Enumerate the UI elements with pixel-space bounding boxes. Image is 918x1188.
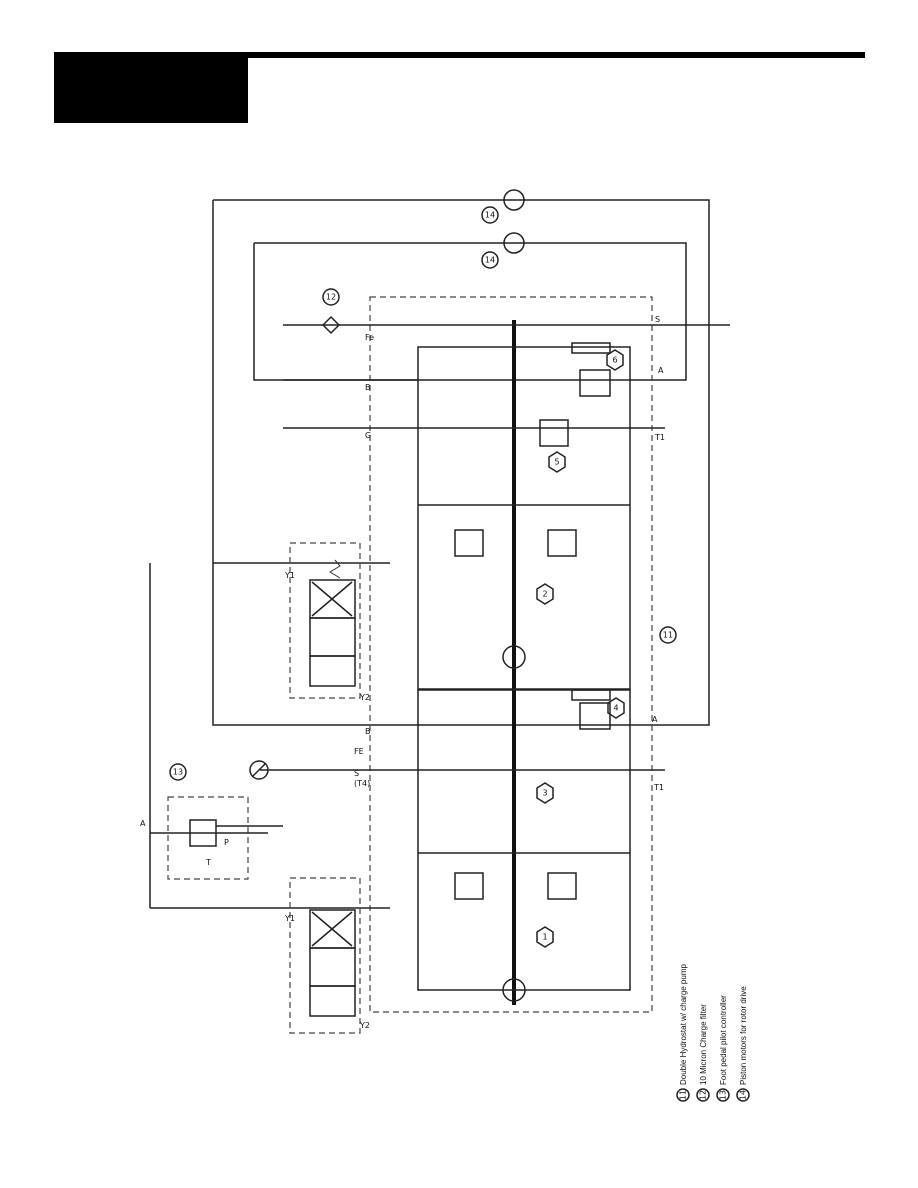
directional-valve-lower [289, 877, 361, 1034]
svg-text:S: S [655, 315, 660, 324]
directional-valve-upper [289, 542, 361, 699]
balloon-14a: 14 [485, 256, 495, 265]
balloon-2: 2 [542, 590, 547, 599]
gauge [249, 760, 269, 780]
svg-text:S: S [354, 769, 359, 778]
balloon-14b: 14 [485, 211, 495, 220]
header-block [54, 52, 248, 123]
balloon-3: 3 [542, 789, 547, 798]
balloon-11: 11 [663, 631, 673, 640]
legend: 11 Double Hydrostat w/ charge pump 12 10… [676, 964, 750, 1102]
svg-text:Double Hydrostat w/ charge pum: Double Hydrostat w/ charge pump [679, 964, 688, 1086]
svg-text:T1: T1 [653, 783, 664, 792]
relief-valves [454, 342, 611, 900]
svg-text:T: T [205, 858, 211, 867]
balloon-6: 6 [612, 356, 617, 365]
svg-text:A: A [658, 366, 664, 375]
motor-b [503, 232, 525, 254]
svg-text:Foot pedal pilot controller: Foot pedal pilot controller [719, 995, 728, 1085]
component-balloons: 1 2 3 4 5 6 11 12 13 14 14 [169, 206, 677, 948]
svg-text:Y1: Y1 [284, 571, 295, 580]
svg-text:11: 11 [679, 1090, 688, 1100]
balloon-13: 13 [173, 768, 183, 777]
svg-text:Y2: Y2 [359, 693, 370, 702]
outer-loop [212, 199, 710, 726]
balloon-12: 12 [326, 293, 336, 302]
circuit-upper [213, 324, 730, 690]
svg-text:G: G [365, 431, 371, 440]
pump-upper [502, 645, 526, 669]
port-labels: A P T S (T4) FE B A T1 Y1 Y2 Y1 Y2 B G F… [140, 315, 665, 1030]
svg-text:P: P [224, 838, 229, 847]
hydrostat-boundary [369, 296, 653, 1013]
pilot-controller [150, 796, 283, 880]
balloon-5: 5 [554, 458, 559, 467]
svg-text:Fe: Fe [365, 333, 374, 342]
svg-text:T1: T1 [654, 433, 665, 442]
svg-text:FE: FE [354, 747, 364, 756]
svg-text:A: A [140, 819, 146, 828]
svg-text:Y2: Y2 [359, 1021, 370, 1030]
pump-lower [502, 978, 526, 1002]
svg-text:13: 13 [719, 1090, 728, 1100]
svg-text:B: B [365, 727, 371, 736]
charge-filter [321, 315, 341, 335]
header-rule [54, 52, 865, 58]
balloon-4: 4 [613, 704, 618, 713]
svg-text:(T4): (T4) [354, 779, 370, 788]
svg-text:A: A [652, 715, 658, 724]
svg-text:14: 14 [739, 1090, 748, 1100]
svg-text:Piston motors for rotor drive: Piston motors for rotor drive [739, 986, 748, 1085]
balloon-1: 1 [542, 933, 547, 942]
svg-text:Y1: Y1 [284, 914, 295, 923]
svg-text:10 Micron Charge filter: 10 Micron Charge filter [699, 1004, 708, 1085]
motor-a [503, 189, 525, 211]
svg-text:12: 12 [699, 1090, 708, 1100]
circuit-lower [149, 563, 665, 991]
svg-text:B: B [365, 383, 371, 392]
